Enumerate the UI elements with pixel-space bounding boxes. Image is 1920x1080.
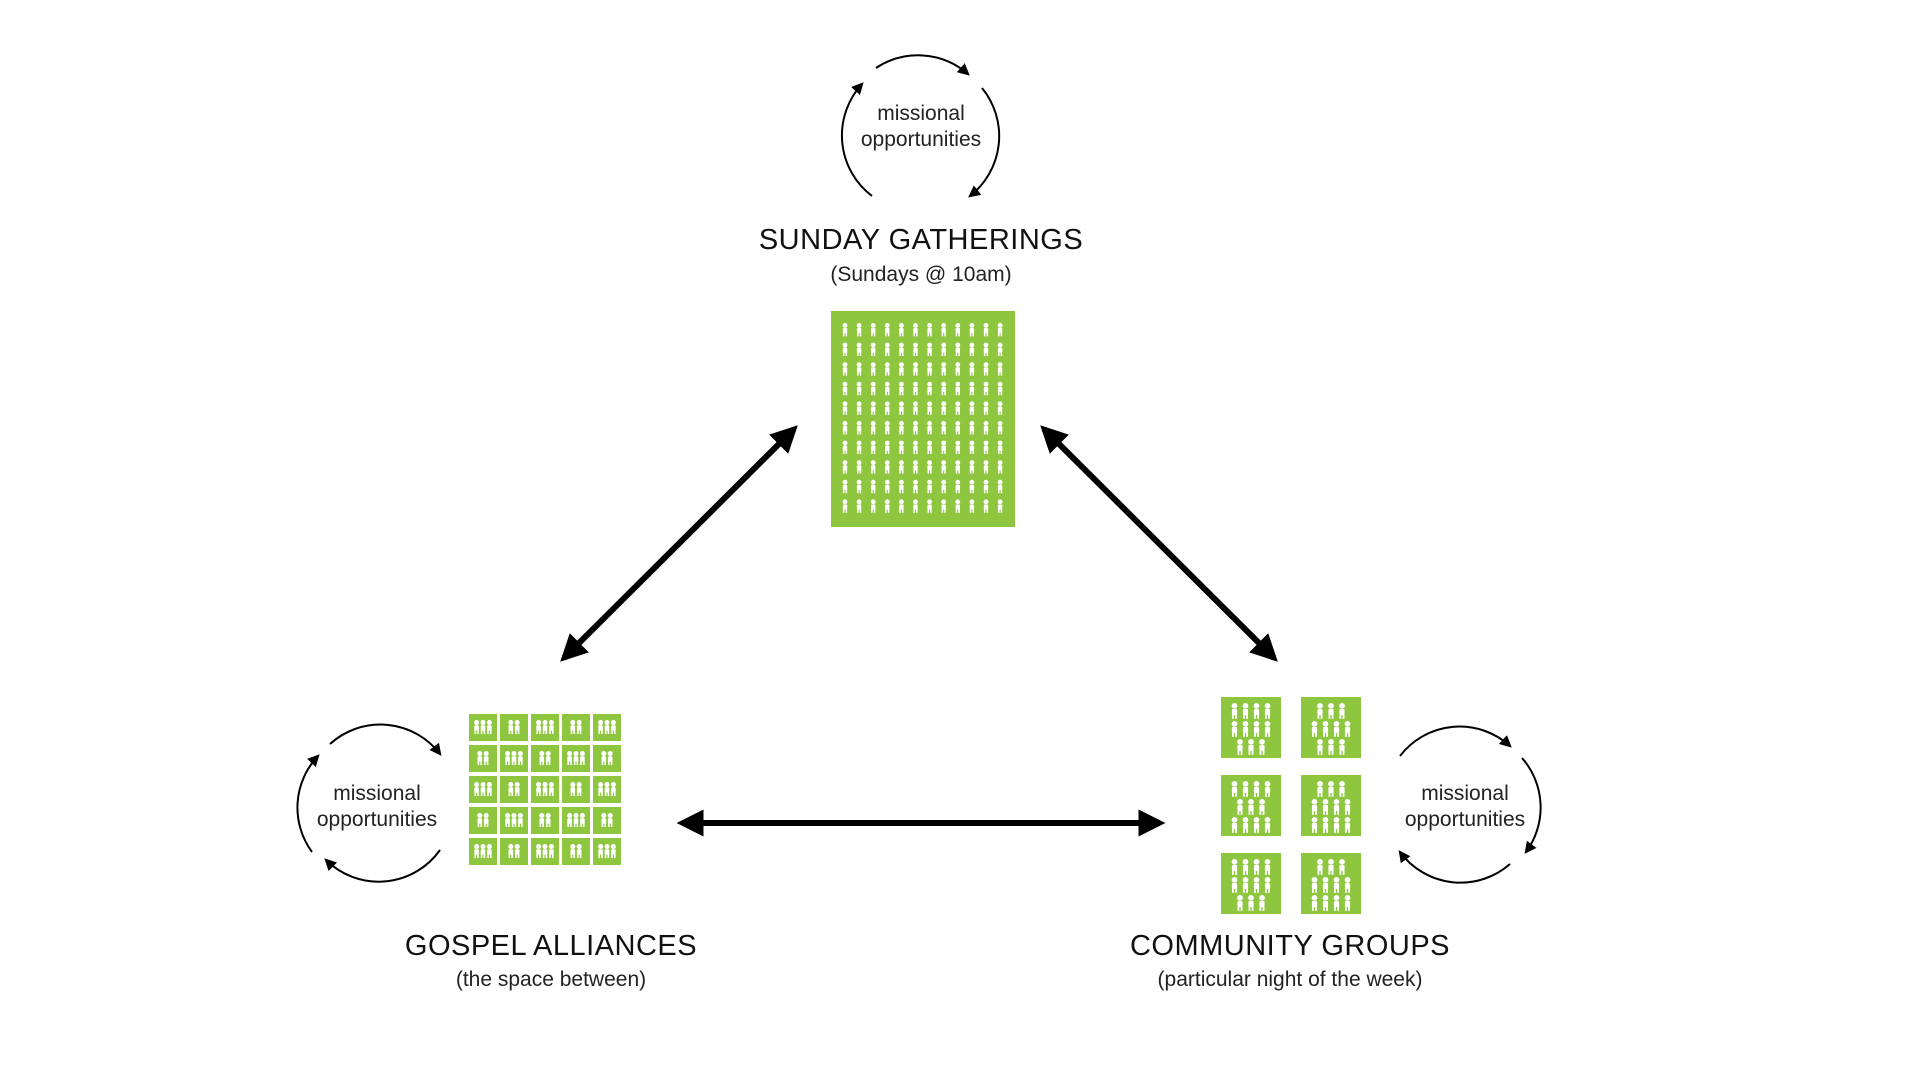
community-group-block [1221,853,1281,914]
cycle-arrow-left-upper [329,723,442,756]
cycle-label-top-line2: opportunities [860,128,982,151]
gospel-alliance-block [469,745,497,772]
gospel-alliances-blocks [469,714,621,865]
missional-cycle-top [840,54,1001,198]
gospel-alliance-block [562,745,590,772]
cycle-arrow-right-upper [1399,725,1512,757]
gospel-alliance-block [562,807,590,834]
gospel-alliance-block [562,838,590,865]
arrow-sunday-to-gospel [560,425,798,662]
missional-cycle-right [1398,725,1542,884]
cycle-label-left-line1: missional [333,782,421,805]
cycle-label-left: missional opportunities [317,781,437,833]
cycle-arrow-top-right [968,87,1001,198]
gospel-alliance-block [500,714,528,741]
sunday-gatherings-title: SUNDAY GATHERINGS [758,224,1084,256]
gospel-alliance-block [593,714,621,741]
gospel-alliance-block [593,807,621,834]
missional-cycle-left [296,723,442,883]
community-group-block [1301,697,1361,758]
gospel-alliance-block [469,838,497,865]
cycle-label-right-line1: missional [1421,782,1509,805]
gospel-alliance-block [469,807,497,834]
gospel-alliance-block [500,807,528,834]
cycle-arrow-left-lower [324,849,441,883]
gospel-alliance-block [593,776,621,803]
gospel-alliance-block [531,776,559,803]
arrow-sunday-to-community [1040,425,1278,662]
cycle-arrow-right-side [1521,757,1542,854]
sunday-gatherings-subtitle: (Sundays @ 10am) [830,263,1012,286]
community-group-block [1221,697,1281,758]
community-groups-title: COMMUNITY GROUPS [1129,930,1451,962]
community-groups-blocks [1221,697,1361,914]
cycle-label-top-line1: missional [877,102,965,125]
cycle-label-left-line2: opportunities [316,808,438,831]
cycle-arrow-top-upper [875,54,970,76]
gospel-alliance-block [500,776,528,803]
cycle-arrow-right-lower [1398,850,1511,884]
gospel-alliances-title: GOSPEL ALLIANCES [404,930,698,962]
cycle-arrow-top-left [840,82,873,197]
gospel-alliance-block [562,714,590,741]
community-group-block [1301,775,1361,836]
gospel-alliance-block [500,745,528,772]
gospel-alliance-block [500,838,528,865]
gospel-alliance-block [531,838,559,865]
gospel-alliance-block [531,714,559,741]
cycle-arrow-left-side [296,754,320,853]
community-groups-subtitle: (particular night of the week) [1157,968,1423,991]
gospel-alliance-block [593,838,621,865]
gospel-alliance-block [531,807,559,834]
gospel-alliance-block [562,776,590,803]
sunday-gatherings-block [831,311,1015,527]
gospel-alliances-subtitle: (the space between) [455,968,647,991]
gospel-alliance-block [531,745,559,772]
cycle-label-right: missional opportunities [1405,781,1525,833]
cycle-label-right-line2: opportunities [1404,808,1526,831]
gospel-alliance-block [593,745,621,772]
gospel-alliance-block [469,714,497,741]
sunday-group-block [831,311,1015,527]
cycle-label-top: missional opportunities [861,101,981,153]
community-group-block [1301,853,1361,914]
gospel-alliance-block [469,776,497,803]
community-group-block [1221,775,1281,836]
